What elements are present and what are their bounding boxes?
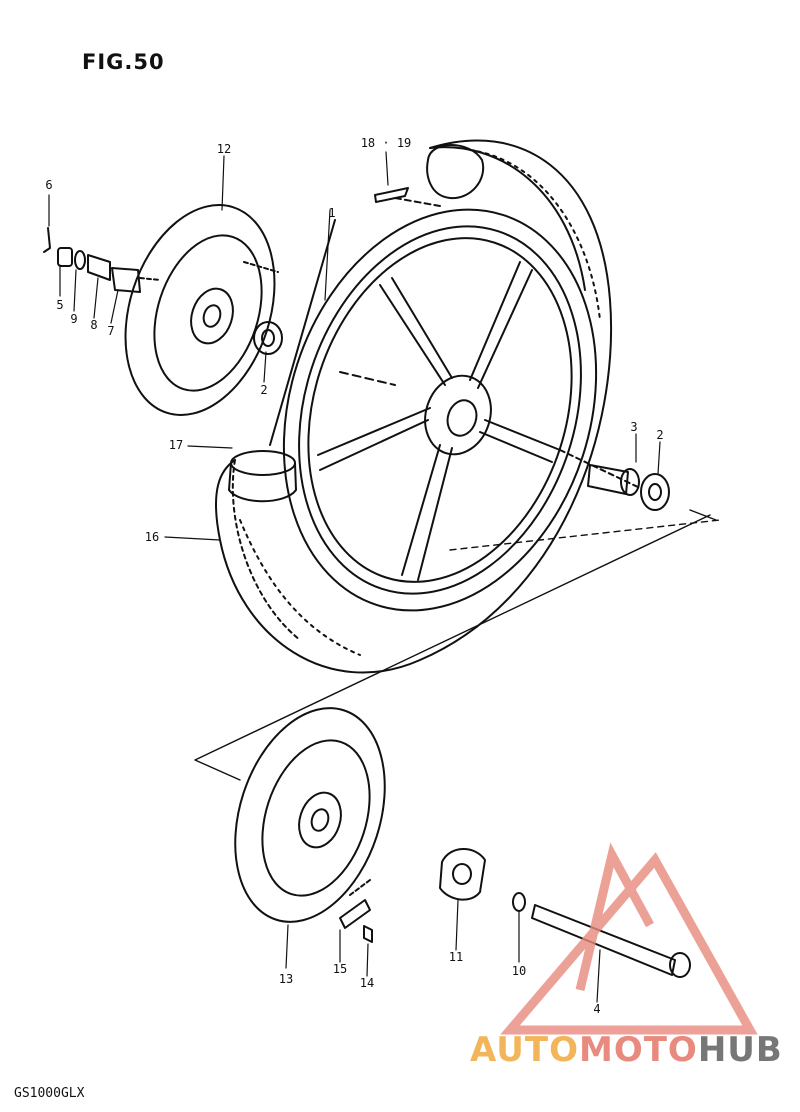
callout-9: 9 bbox=[70, 312, 78, 326]
callout-17: 17 bbox=[168, 438, 184, 452]
axle-parts-upper bbox=[43, 227, 283, 355]
callout-6: 6 bbox=[45, 178, 53, 192]
axle-parts-right bbox=[559, 449, 670, 511]
callout-16: 16 bbox=[144, 530, 160, 544]
callout-5: 5 bbox=[56, 298, 64, 312]
callout-12: 12 bbox=[216, 142, 232, 156]
callout-10: 10 bbox=[511, 964, 527, 978]
rim-band bbox=[374, 144, 485, 207]
callout-4: 4 bbox=[593, 1002, 601, 1016]
watermark-hub: HUB bbox=[697, 1030, 783, 1070]
callout-15: 15 bbox=[332, 962, 348, 976]
callout-7: 7 bbox=[107, 324, 115, 338]
model-code: GS1000GLX bbox=[14, 1086, 85, 1101]
watermark-text: AUTOMOTOHUB bbox=[470, 1030, 783, 1070]
brake-disc-lower bbox=[234, 707, 386, 923]
wheel-rim bbox=[282, 208, 598, 612]
callout-14: 14 bbox=[359, 976, 375, 990]
lower-parts bbox=[339, 848, 691, 978]
callout-8: 8 bbox=[90, 318, 98, 332]
assembly-lines bbox=[194, 509, 721, 781]
callout-13: 13 bbox=[278, 972, 294, 986]
callout-18-19: 18 · 19 bbox=[360, 136, 412, 150]
callout-3: 3 bbox=[630, 420, 638, 434]
callout-1: 1 bbox=[328, 206, 336, 220]
brake-disc-upper bbox=[124, 204, 279, 416]
watermark-moto: MOTO bbox=[578, 1030, 698, 1070]
callout-2-right: 2 bbox=[656, 428, 664, 442]
tube bbox=[228, 450, 297, 503]
leader-lines bbox=[48, 151, 661, 1003]
watermark-logo bbox=[500, 842, 758, 1035]
callout-2-upper: 2 bbox=[260, 383, 268, 397]
watermark-auto: AUTO bbox=[470, 1030, 579, 1070]
callout-11: 11 bbox=[448, 950, 464, 964]
figure-title: FIG.50 bbox=[82, 50, 165, 74]
